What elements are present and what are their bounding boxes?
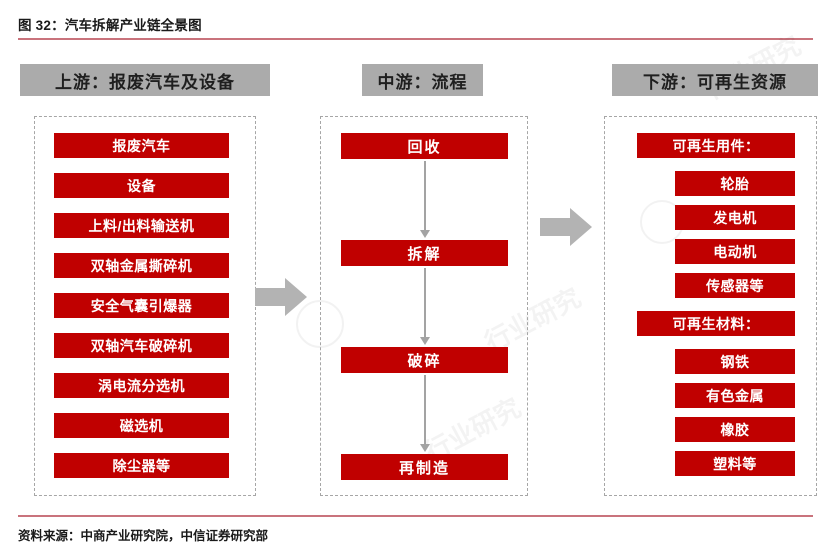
- upstream-item[interactable]: 上料/出料输送机: [54, 213, 229, 238]
- panel-midstream: [320, 116, 528, 496]
- midstream-step[interactable]: 破碎: [341, 347, 508, 373]
- downstream-item[interactable]: 发电机: [675, 205, 795, 230]
- midstream-step[interactable]: 回收: [341, 133, 508, 159]
- upstream-item[interactable]: 涡电流分选机: [54, 373, 229, 398]
- column-header-midstream: 中游：流程: [362, 64, 483, 96]
- column-header-upstream: 上游：报废汽车及设备: [20, 64, 270, 96]
- midstream-step[interactable]: 拆解: [341, 240, 508, 266]
- footer-divider: [18, 515, 813, 517]
- downstream-item[interactable]: 橡胶: [675, 417, 795, 442]
- upstream-item[interactable]: 除尘器等: [54, 453, 229, 478]
- source-note: 资料来源：中商产业研究院，中信证券研究部: [18, 529, 269, 543]
- upstream-item[interactable]: 双轴汽车破碎机: [54, 333, 229, 358]
- panel-downstream: [604, 116, 817, 496]
- column-header-downstream: 下游：可再生资源: [612, 64, 818, 96]
- connector-arrow-upstream-to-midstream-icon: [255, 275, 307, 319]
- downstream-item[interactable]: 电动机: [675, 239, 795, 264]
- downstream-item[interactable]: 钢铁: [675, 349, 795, 374]
- title-divider: [18, 38, 813, 40]
- flow-arrow-down-icon: [419, 375, 430, 452]
- downstream-group-label[interactable]: 可再生用件：: [637, 133, 795, 158]
- upstream-item[interactable]: 双轴金属撕碎机: [54, 253, 229, 278]
- downstream-item[interactable]: 传感器等: [675, 273, 795, 298]
- midstream-step[interactable]: 再制造: [341, 454, 508, 480]
- flow-arrow-down-icon: [419, 268, 430, 345]
- upstream-item[interactable]: 设备: [54, 173, 229, 198]
- downstream-group-label[interactable]: 可再生材料：: [637, 311, 795, 336]
- downstream-item[interactable]: 有色金属: [675, 383, 795, 408]
- page-title: 图 32：汽车拆解产业链全景图: [18, 18, 202, 33]
- upstream-item[interactable]: 报废汽车: [54, 133, 229, 158]
- connector-arrow-midstream-to-downstream-icon: [540, 205, 592, 249]
- downstream-item[interactable]: 塑料等: [675, 451, 795, 476]
- flow-arrow-down-icon: [419, 161, 430, 238]
- upstream-item[interactable]: 磁选机: [54, 413, 229, 438]
- upstream-item[interactable]: 安全气囊引爆器: [54, 293, 229, 318]
- downstream-item[interactable]: 轮胎: [675, 171, 795, 196]
